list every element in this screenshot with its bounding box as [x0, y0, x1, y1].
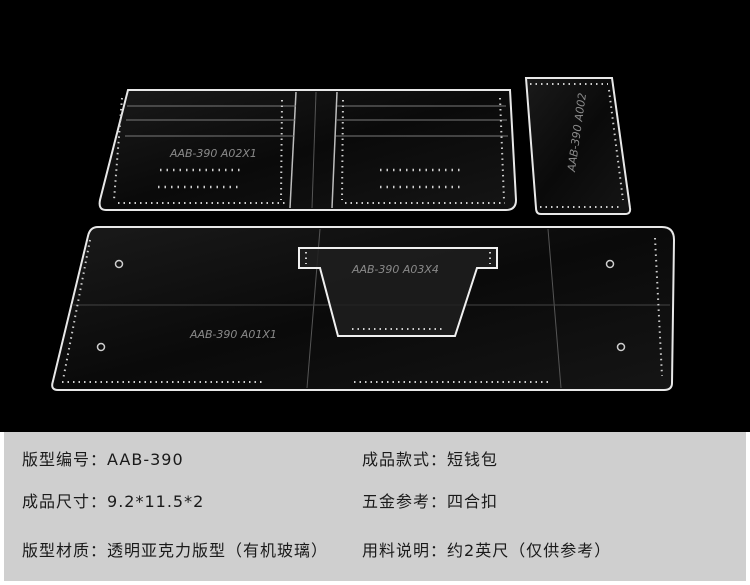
piece-code-a02x1: AAB-390 A02X1 [169, 147, 257, 160]
spec-model-no: 版型编号AAB-390 [22, 446, 184, 470]
spec-style-value: 短钱包 [447, 450, 499, 469]
spec-leather: 用料说明约2英尺（仅供参考） [362, 537, 611, 561]
piece-code-a01x1: AAB-390 A01X1 [189, 328, 277, 341]
spec-model-no-value: AAB-390 [107, 450, 184, 469]
spec-material: 版型材质透明亚克力版型（有机玻璃） [22, 537, 328, 561]
spec-size: 成品尺寸9.2*11.5*2 [22, 488, 204, 512]
spec-style-label: 成品款式 [362, 450, 447, 469]
template-piece-a02x1: AAB-390 A02X1 [98, 89, 518, 211]
spec-hardware-label: 五金参考 [362, 492, 447, 511]
spec-style: 成品款式短钱包 [362, 446, 498, 470]
spec-panel: 版型编号AAB-390 成品款式短钱包 成品尺寸9.2*11.5*2 五金参考四… [4, 432, 746, 581]
template-piece-a002: AAB-390 A002 [524, 77, 632, 215]
spec-hardware-value: 四合扣 [447, 492, 499, 511]
acrylic-templates-illustration: AAB-390 A02X1 AAB-390 A002 AAB-390 A01X1 [51, 77, 676, 391]
spec-size-label: 成品尺寸 [22, 492, 107, 511]
spec-model-no-label: 版型编号 [22, 450, 107, 469]
spec-size-value: 9.2*11.5*2 [107, 492, 205, 511]
spec-hardware: 五金参考四合扣 [362, 488, 498, 512]
spec-leather-value: 约2英尺（仅供参考） [447, 541, 612, 560]
spec-material-label: 版型材质 [22, 541, 107, 560]
template-photo: AAB-390 A02X1 AAB-390 A002 AAB-390 A01X1 [0, 0, 750, 432]
spec-material-value: 透明亚克力版型（有机玻璃） [107, 541, 329, 560]
piece-code-a03x4: AAB-390 A03X4 [351, 263, 439, 276]
spec-leather-label: 用料说明 [362, 541, 447, 560]
template-piece-a03x4: AAB-390 A03X4 [298, 247, 498, 337]
